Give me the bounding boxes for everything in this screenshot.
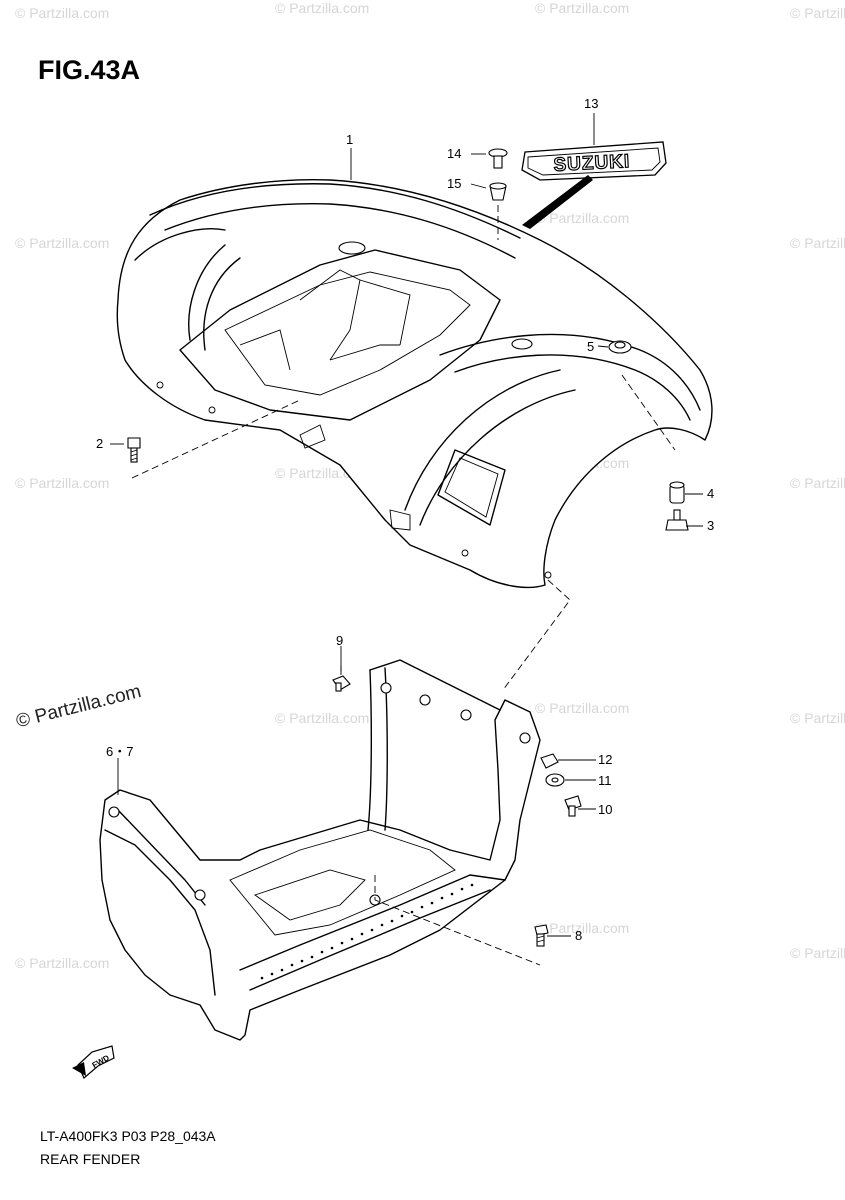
watermark: © Partzilla.com [535,0,630,16]
fwd-arrow-icon: FWD [72,1045,115,1079]
watermark: © Partzilla.com [15,235,110,251]
watermark: © Partzilla.com [790,710,845,726]
watermark: © Partzilla.com [15,475,110,491]
suzuki-emblem-text: SUZUKI [553,151,631,176]
callout-9: 9 [336,633,344,648]
callout-6-7: 6・7 [106,744,134,759]
watermark: © Partzilla.com [535,210,630,226]
watermark: © Partzilla.com [15,955,110,971]
figure-title: FIG.43A [38,55,141,85]
part-5-grommet [608,340,632,354]
callout-11: 11 [598,773,612,788]
callout-10: 10 [598,802,613,817]
part-11-washer [545,773,565,787]
part-4-spacer [669,481,685,504]
part-8-bolt [534,924,549,947]
part-2-bolt [127,437,141,463]
watermark: © Partzilla.com [790,475,845,491]
part-10-bolt [564,795,582,817]
part-3-nut [665,509,689,531]
part-9-clip [332,675,351,692]
watermark: © Partzilla.com [275,710,370,726]
watermark: © Partzilla.com [535,920,630,936]
watermark: © Partzilla.com [790,5,845,21]
callout-2: 2 [96,436,104,451]
watermark: © Partzilla.com [15,5,110,21]
callout-5: 5 [587,339,595,354]
suzuki-emblem: SUZUKI [521,141,667,229]
watermark: © Partzilla.com [790,945,845,961]
callout-12: 12 [598,752,613,767]
callout-8: 8 [575,928,583,943]
callout-3: 3 [707,518,715,533]
rear-fender-lower [99,659,541,1041]
callout-14: 14 [447,146,462,161]
callout-4: 4 [707,486,715,501]
part-12-nut [540,753,559,769]
grate-holes [260,883,474,980]
callout-15: 15 [447,176,462,191]
figure-name: REAR FENDER [40,1151,141,1167]
part-15-grommet [489,182,507,201]
rear-fender-upper [116,178,713,589]
watermark: © Partzilla.com [275,0,370,16]
callout-1: 1 [346,132,354,147]
callout-leaders [110,113,703,937]
watermark: © Partzilla.com [790,235,845,251]
figure-code: LT-A400FK3 P03 P28_043A [40,1128,216,1144]
callout-13: 13 [584,96,599,111]
part-14-screw [488,148,508,169]
watermark: © Partzilla.com [535,700,630,716]
